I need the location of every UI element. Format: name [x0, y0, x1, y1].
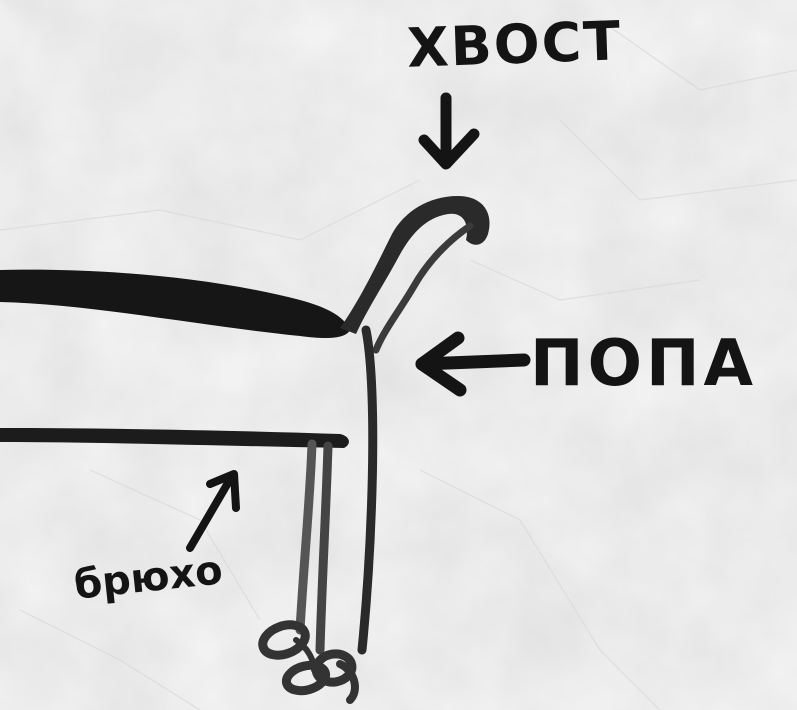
butt-label: ПОПА	[530, 332, 757, 396]
tail-label: ХВОСТ	[406, 14, 623, 75]
